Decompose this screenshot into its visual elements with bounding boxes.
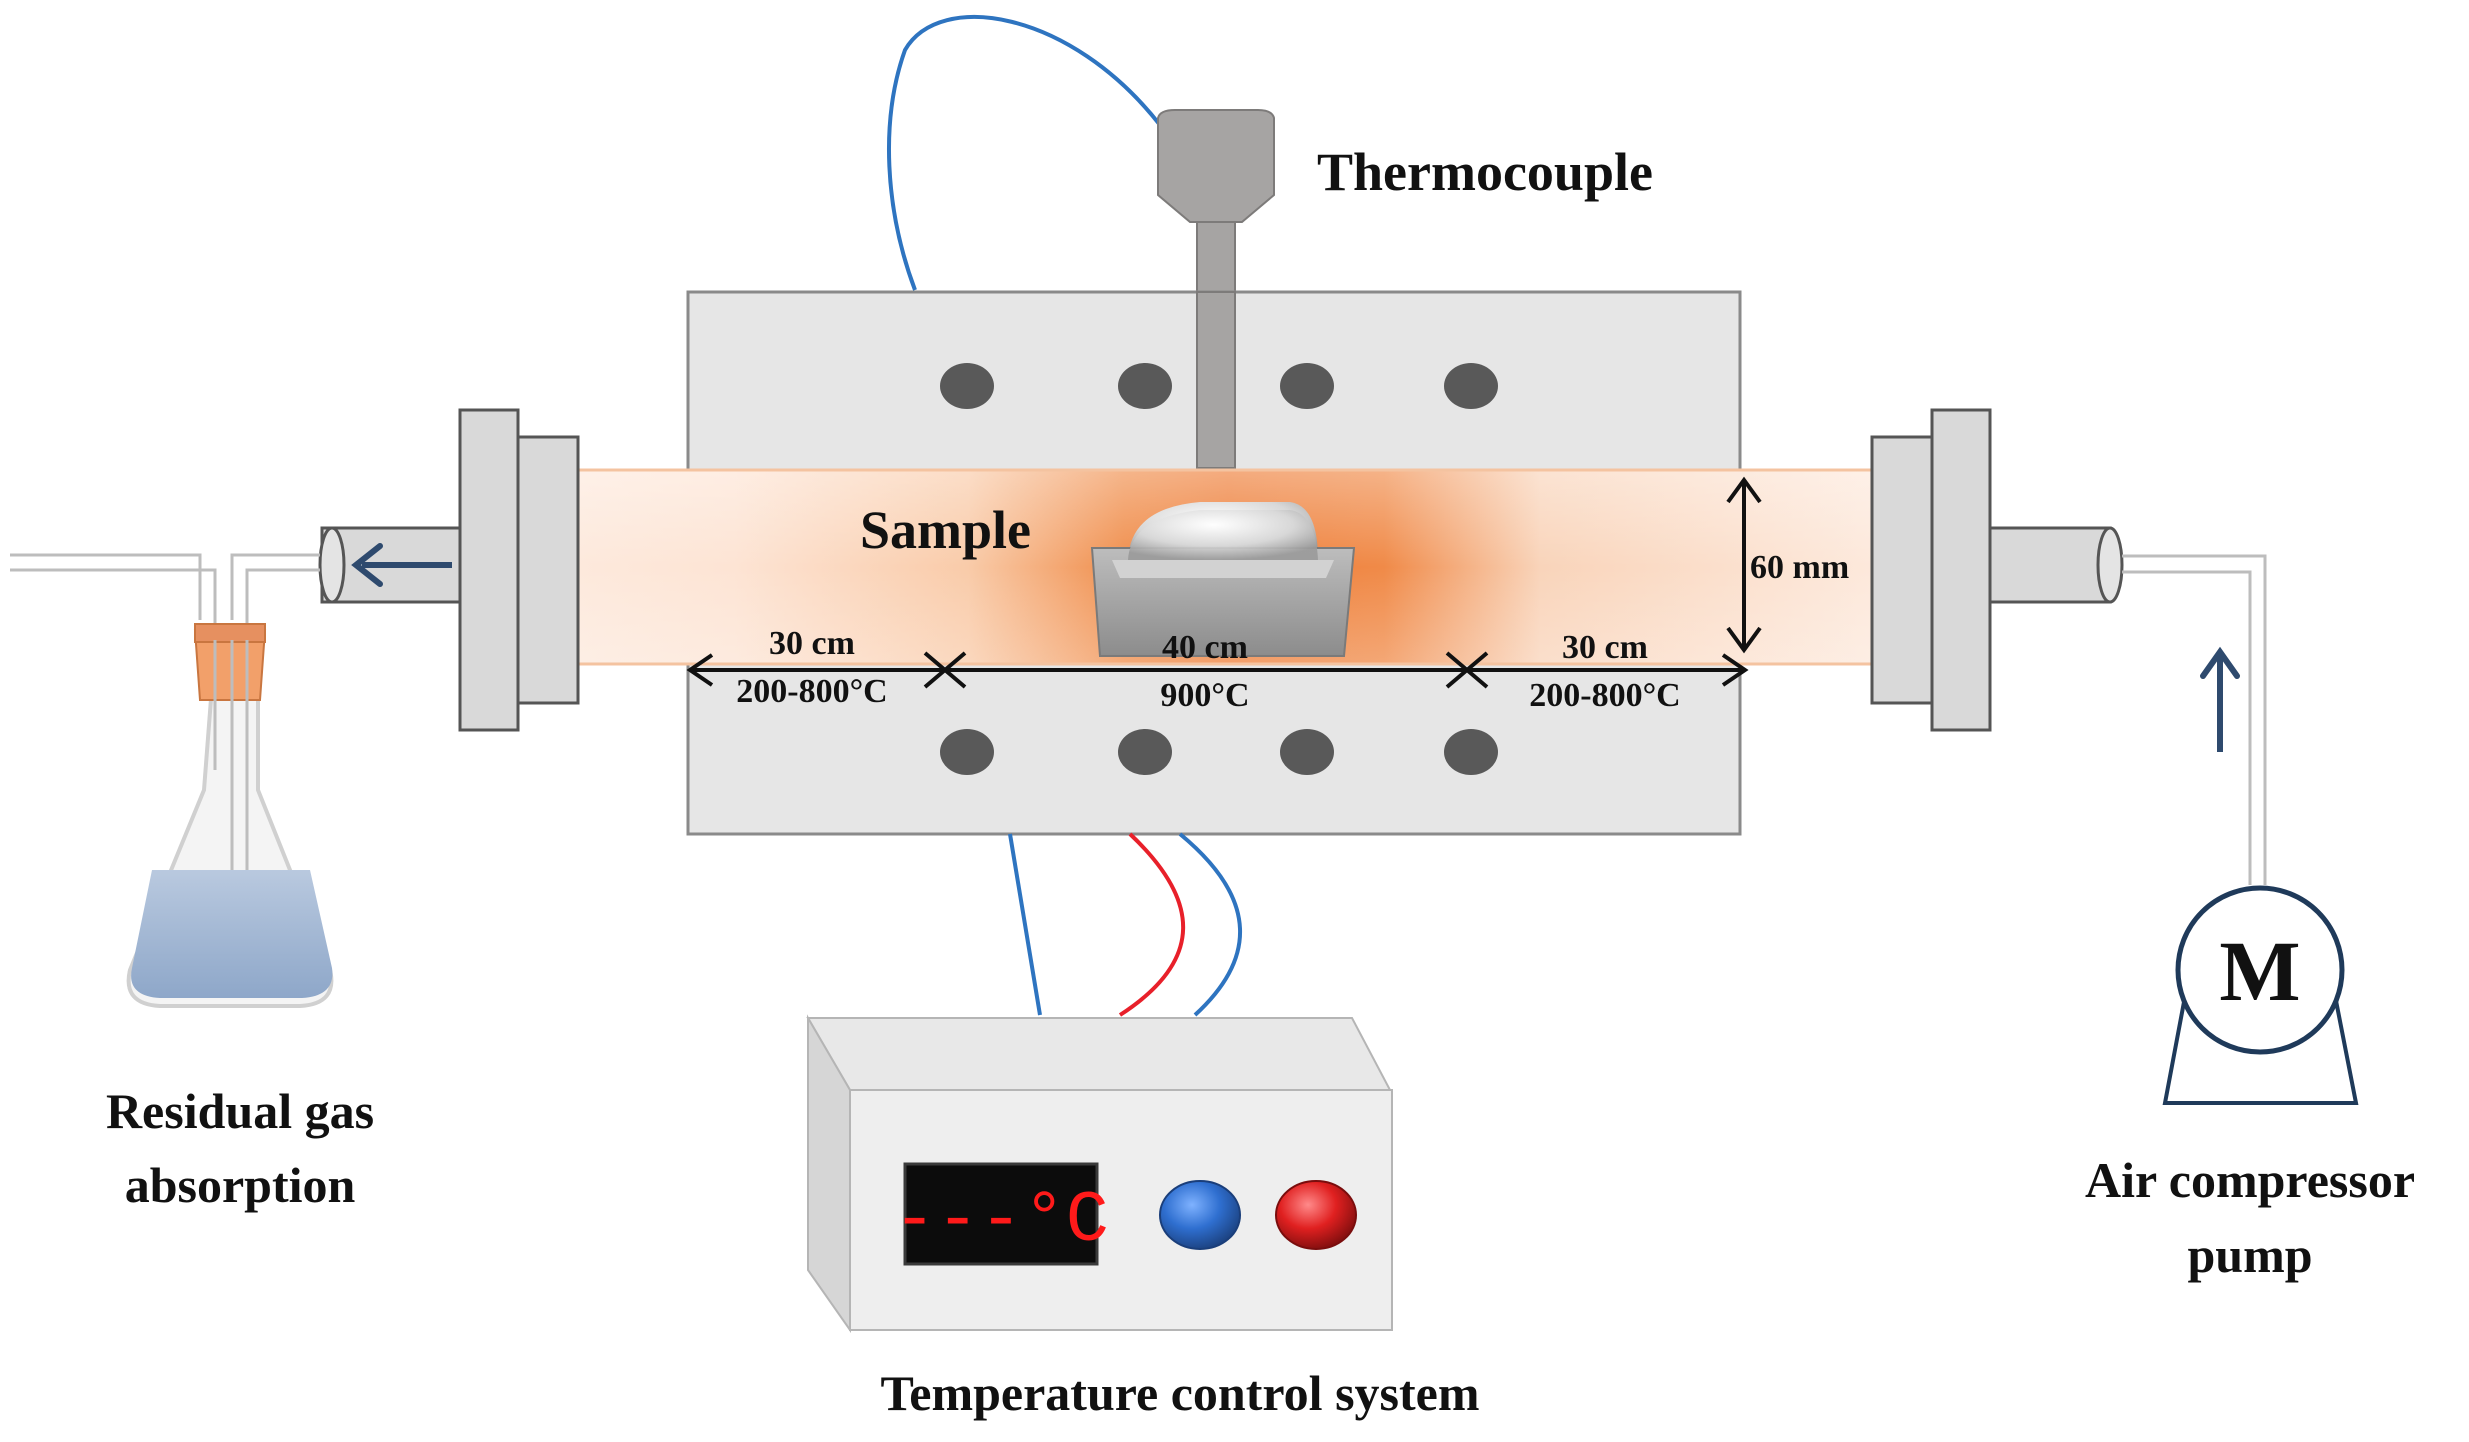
exhaust-pipe (10, 553, 320, 870)
temperature-controller: ---°C (806, 1014, 1393, 1334)
furnace-hole (1280, 729, 1334, 775)
controller-wires (1008, 832, 1242, 1017)
air-inlet-pipe (2122, 554, 2267, 885)
furnace-hole (1444, 729, 1498, 775)
zone-1-length: 30 cm (769, 625, 855, 662)
furnace-hole (1444, 363, 1498, 409)
zone-1-temperature: 200-800°C (736, 673, 887, 710)
display-readout: ---°C (893, 1180, 1109, 1262)
red-button[interactable] (1275, 1180, 1357, 1250)
diameter-arrow (1726, 476, 1762, 654)
furnace-hole (940, 363, 994, 409)
outlet-flow-arrow (351, 543, 452, 587)
residual-gas-label-line1: Residual gas (106, 1083, 374, 1139)
temperature-display (903, 1162, 1099, 1266)
zone-3-temperature: 200-800°C (1529, 677, 1680, 714)
residual-gas-label-line2: absorption (125, 1157, 356, 1213)
thermocouple-wire (886, 15, 1162, 291)
inlet-flow-arrow (2200, 646, 2240, 752)
thermocouple-label: Thermocouple (1317, 142, 1653, 202)
zone-3-length: 30 cm (1562, 629, 1648, 666)
zone-dimensions (686, 651, 1749, 689)
air-pump-label-line1: Air compressor (2085, 1152, 2415, 1208)
tube-diameter-label: 60 mm (1750, 549, 1849, 586)
air-pump-label-line2: pump (2187, 1227, 2312, 1283)
zone-2-temperature: 900°C (1160, 677, 1249, 714)
blue-button[interactable] (1159, 1180, 1241, 1250)
right-flange (1870, 408, 2124, 732)
motor-symbol: M (2219, 923, 2300, 1019)
absorption-flask (126, 623, 334, 1008)
furnace-hole (1118, 363, 1172, 409)
furnace-hole (1280, 363, 1334, 409)
sample-boat (1090, 502, 1356, 657)
temperature-control-label: Temperature control system (881, 1365, 1480, 1421)
air-compressor-pump: M (2162, 885, 2359, 1105)
furnace-hole (940, 729, 994, 775)
left-flange (318, 408, 580, 732)
sample-label: Sample (860, 500, 1031, 560)
furnace-hole (1118, 729, 1172, 775)
zone-2-length: 40 cm (1162, 629, 1248, 666)
